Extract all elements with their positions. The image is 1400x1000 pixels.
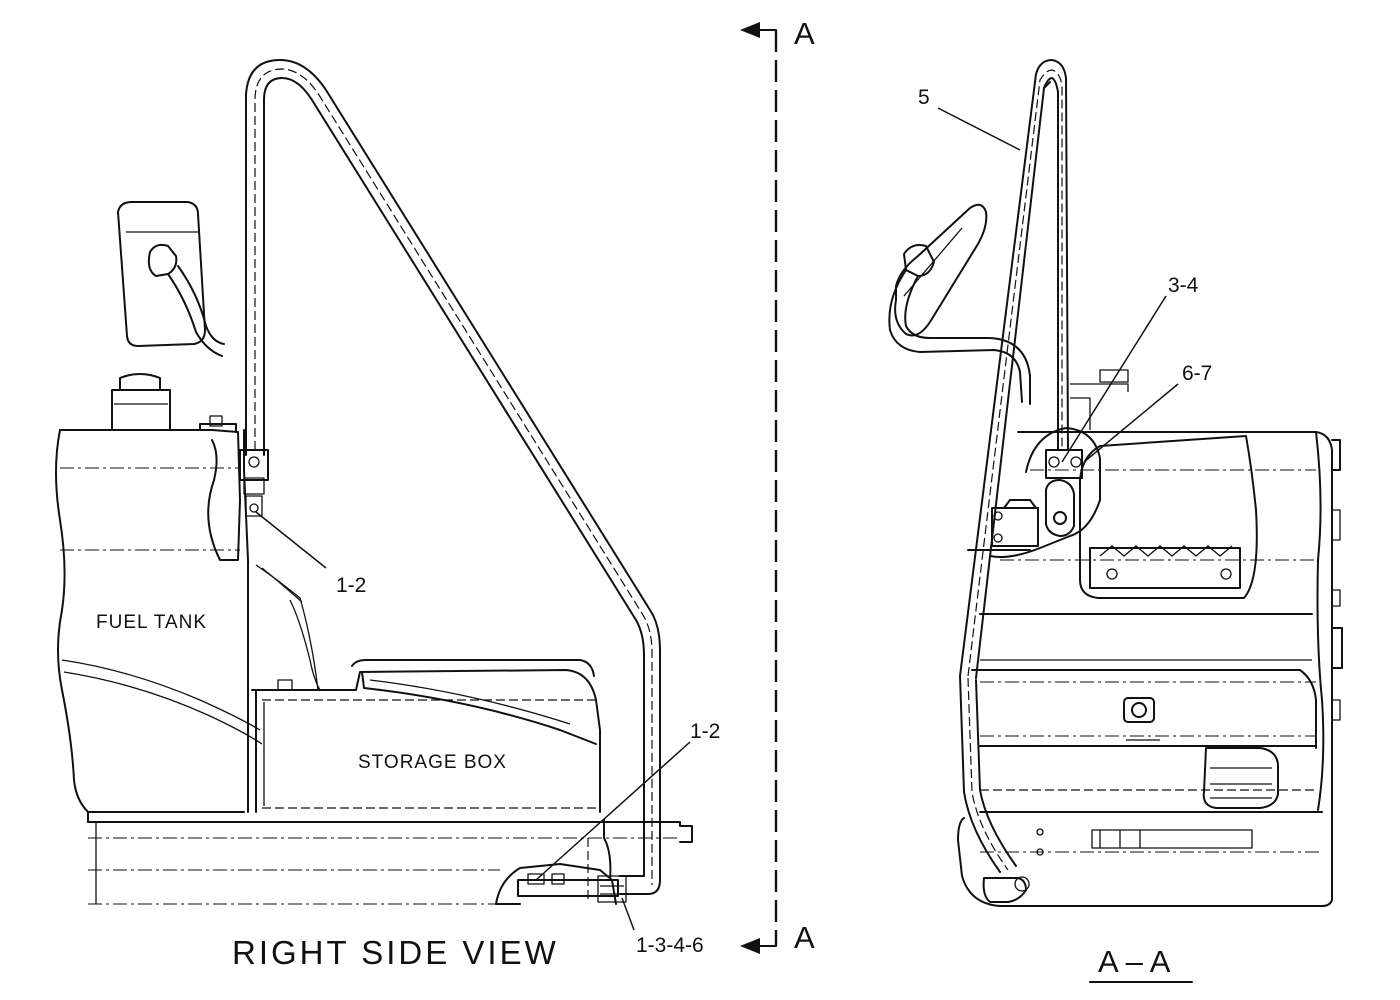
- section-marker-bottom: A: [794, 920, 815, 955]
- section-marker-top: A: [794, 16, 815, 51]
- storage-box: [251, 659, 601, 813]
- callout-6-7: 6-7: [1182, 362, 1212, 385]
- callout-1-2-upper: 1-2: [336, 574, 366, 597]
- fuel-tank: [55, 373, 263, 813]
- callout-3-4: 3-4: [1168, 274, 1199, 297]
- mirror: [117, 201, 225, 357]
- right-side-view-title: RIGHT SIDE VIEW: [232, 934, 559, 971]
- section-storage-box: [1091, 697, 1279, 849]
- handle-clamp-upper: [239, 449, 269, 517]
- section-view: 5 3-4 6-7 A – A: [888, 59, 1343, 983]
- storage-box-label: STORAGE BOX: [358, 752, 507, 773]
- frame-rail: [87, 811, 693, 905]
- lower-mount: [495, 819, 644, 905]
- section-line: A A: [740, 16, 815, 955]
- fuel-tank-label: FUEL TANK: [96, 612, 207, 633]
- grab-handle-right: [245, 59, 661, 895]
- section-view-title: A – A: [1098, 944, 1171, 979]
- callout-1-3-4-6: 1-3-4-6: [636, 934, 704, 957]
- cab-body: [957, 431, 1343, 907]
- section-handle-mounts: [989, 369, 1129, 558]
- grab-handle-section: [959, 59, 1069, 873]
- callout-1-2-lower: 1-2: [690, 720, 720, 743]
- callout-5: 5: [918, 86, 930, 109]
- section-mirror: [888, 203, 1031, 405]
- right-side-view: FUEL TANK STORAGE BOX 1-2 1-2 1-3-4-6 RI…: [55, 59, 720, 971]
- section-foot-mount: [982, 828, 1044, 903]
